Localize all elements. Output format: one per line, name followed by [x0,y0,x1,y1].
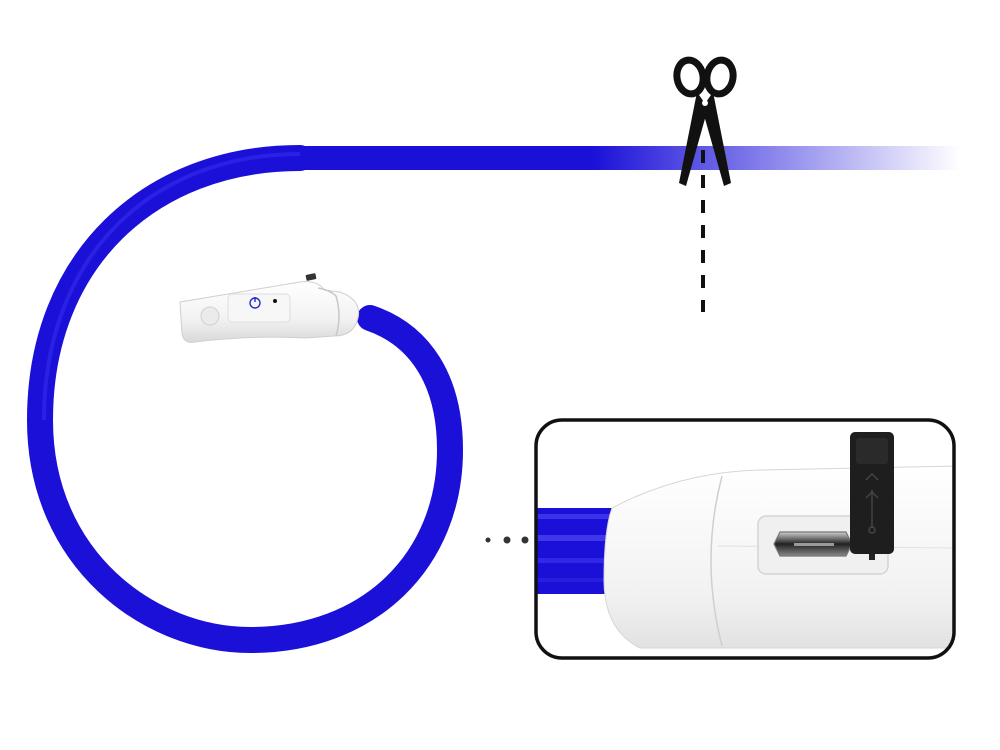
scissors-icon [673,56,737,186]
usb-rubber-cap [850,432,894,560]
control-unit [179,273,360,343]
callout-connector-dots [485,536,529,544]
micro-usb-port [773,531,853,557]
inset-callout-usb-port [534,418,956,660]
indicator-light-dot [273,299,277,303]
collar-tube [26,145,960,654]
power-icon[interactable] [249,297,261,309]
